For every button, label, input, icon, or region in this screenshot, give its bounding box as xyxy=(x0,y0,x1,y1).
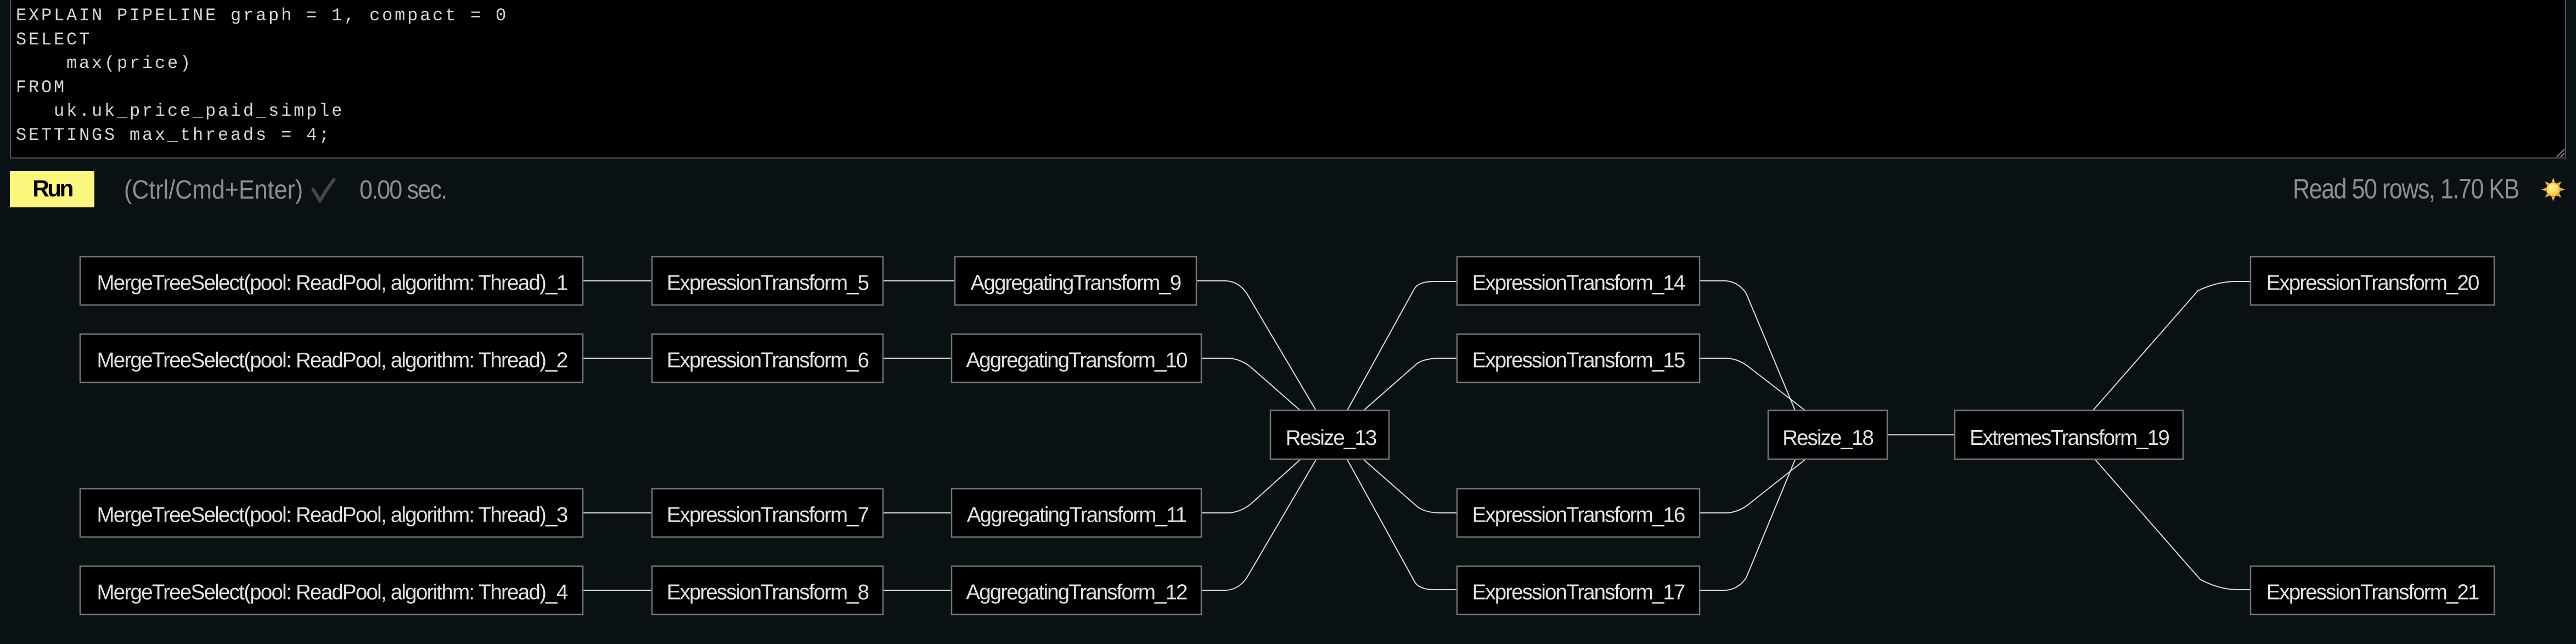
svg-text:AggregatingTransform_11: AggregatingTransform_11 xyxy=(967,504,1186,527)
svg-text:ExpressionTransform_14: ExpressionTransform_14 xyxy=(1472,272,1685,295)
svg-text:ExtremesTransform_19: ExtremesTransform_19 xyxy=(1970,426,2169,450)
svg-text:MergeTreeSelect(pool: ReadPool: MergeTreeSelect(pool: ReadPool, algorith… xyxy=(97,581,567,605)
svg-text:ExpressionTransform_15: ExpressionTransform_15 xyxy=(1472,349,1685,372)
svg-text:ExpressionTransform_17: ExpressionTransform_17 xyxy=(1472,581,1685,605)
svg-text:AggregatingTransform_10: AggregatingTransform_10 xyxy=(966,349,1187,372)
svg-text:ExpressionTransform_7: ExpressionTransform_7 xyxy=(667,504,869,527)
svg-text:ExpressionTransform_16: ExpressionTransform_16 xyxy=(1472,504,1685,527)
svg-text:MergeTreeSelect(pool: ReadPool: MergeTreeSelect(pool: ReadPool, algorith… xyxy=(97,272,567,295)
svg-text:MergeTreeSelect(pool: ReadPool: MergeTreeSelect(pool: ReadPool, algorith… xyxy=(97,349,567,372)
svg-text:AggregatingTransform_9: AggregatingTransform_9 xyxy=(971,272,1181,295)
svg-text:ExpressionTransform_8: ExpressionTransform_8 xyxy=(667,581,869,605)
svg-text:Resize_18: Resize_18 xyxy=(1782,426,1873,450)
svg-text:ExpressionTransform_21: ExpressionTransform_21 xyxy=(2266,581,2479,605)
svg-text:Resize_13: Resize_13 xyxy=(1286,426,1376,450)
svg-text:AggregatingTransform_12: AggregatingTransform_12 xyxy=(966,581,1187,605)
svg-text:MergeTreeSelect(pool: ReadPool: MergeTreeSelect(pool: ReadPool, algorith… xyxy=(97,504,567,527)
svg-text:ExpressionTransform_20: ExpressionTransform_20 xyxy=(2266,272,2479,295)
svg-text:ExpressionTransform_6: ExpressionTransform_6 xyxy=(667,349,869,372)
svg-text:ExpressionTransform_5: ExpressionTransform_5 xyxy=(667,272,869,295)
